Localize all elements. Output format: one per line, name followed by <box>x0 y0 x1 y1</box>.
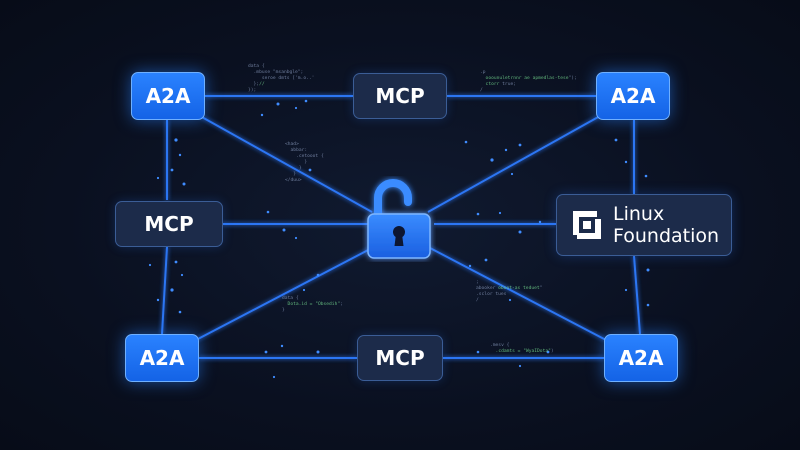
mcp-node-left[interactable]: MCP <box>115 201 223 247</box>
a2a-node-top-right[interactable]: A2A <box>596 72 670 120</box>
linux-foundation-line2: Foundation <box>613 225 720 247</box>
a2a-node-bottom-right[interactable]: A2A <box>604 334 678 382</box>
a2a-node-bottom-left[interactable]: A2A <box>125 334 199 382</box>
unlocked-padlock-icon[interactable] <box>362 176 436 262</box>
code-snippet-top-left: data { .mbuse "msanbgle"; seroe dmts ['m… <box>248 64 315 93</box>
link-a2a-br-lock <box>429 247 607 341</box>
a2a-node-top-left[interactable]: A2A <box>131 72 205 120</box>
link-mcp-left-a2a-bl <box>161 246 168 335</box>
link-a2a-tr-lock <box>427 115 601 213</box>
code-snippet-top-right: .p ooounuletrnnr ae apmedlas-tese"); cto… <box>480 70 577 93</box>
mcp-node-bottom[interactable]: MCP <box>357 335 443 381</box>
linux-foundation-line1: Linux <box>613 203 665 225</box>
mcp-node-top[interactable]: MCP <box>353 73 447 119</box>
link-a2a-bl-lock <box>195 247 373 341</box>
code-snippet-center-right: ; abooker oboot-as teduet" .sclor tues / <box>476 280 543 303</box>
link-a2a-tl-lock <box>199 115 373 213</box>
code-snippet-bottom-right: .mesv { .cdamts = "WyaIDota") <box>490 343 554 354</box>
glow-particles <box>148 99 650 379</box>
code-snippet-center-left: <had> abbar: .cetooot { } } } </duu> <box>285 142 324 183</box>
linux-foundation-label: Linux Foundation <box>613 203 719 247</box>
link-lf-a2a-br <box>633 255 641 335</box>
linux-foundation-node[interactable]: Linux Foundation <box>556 194 732 256</box>
linux-foundation-logo-icon <box>573 211 601 239</box>
code-snippet-bottom-left: data { Dota.id = "Obsedih"; } <box>282 296 343 313</box>
